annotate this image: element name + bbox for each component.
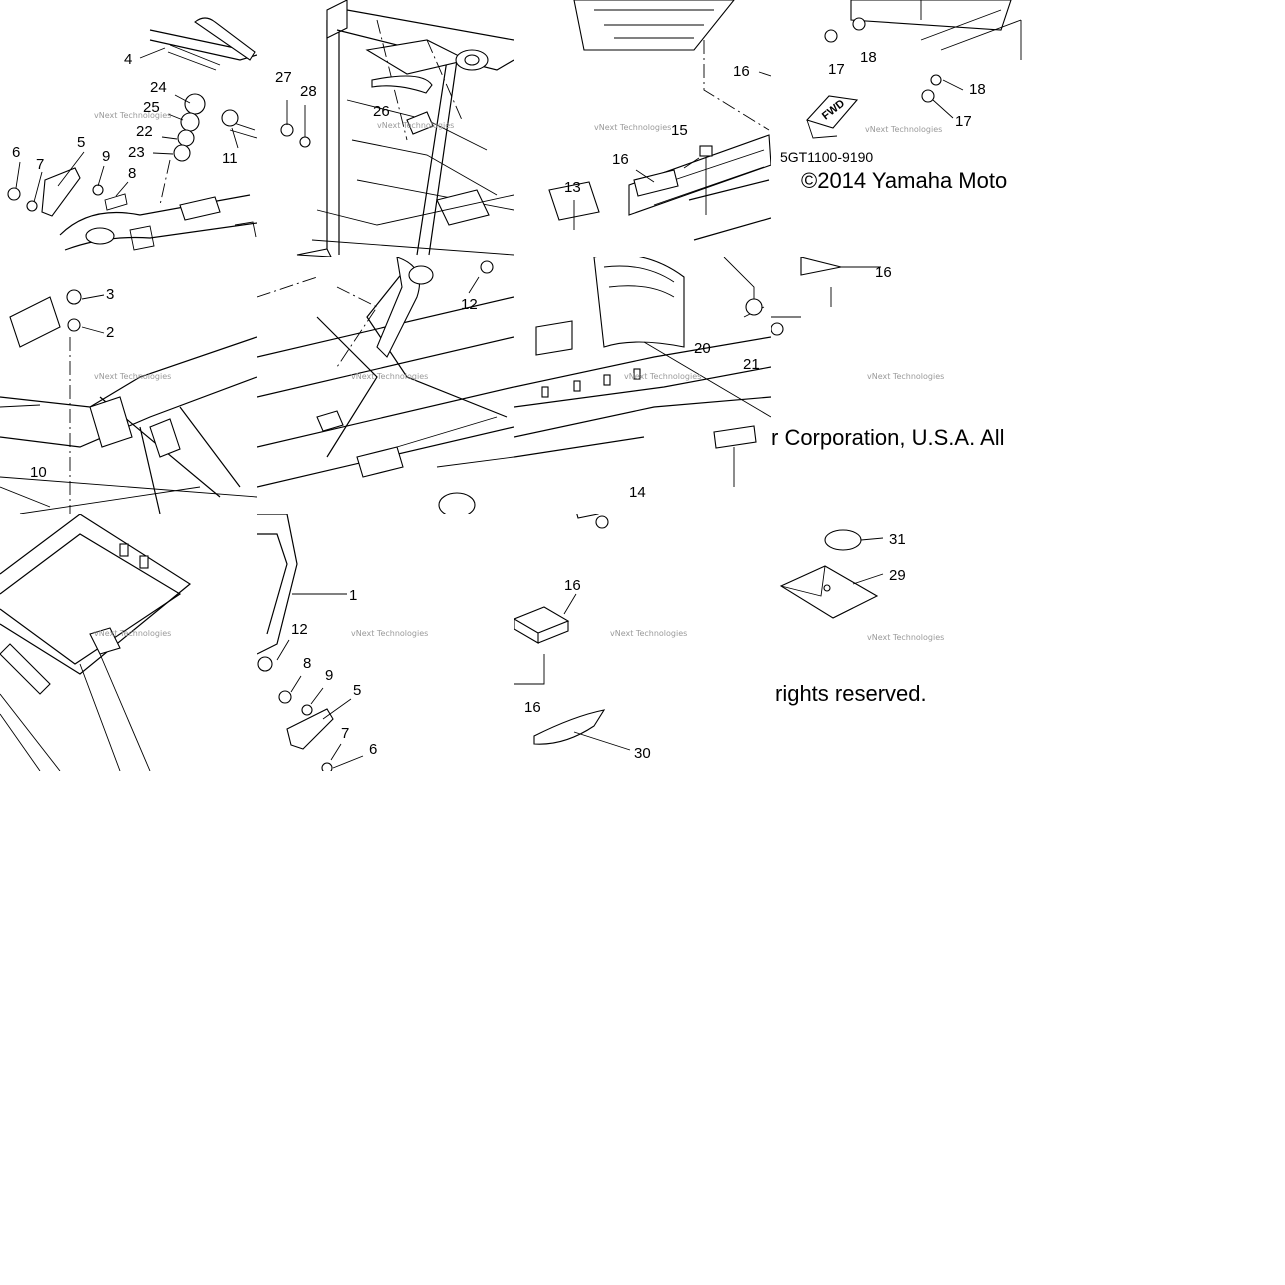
watermark: vNext Technologies: [865, 125, 942, 134]
callout: 24: [150, 79, 167, 96]
callout: 5: [353, 682, 361, 699]
callout: 12: [291, 621, 308, 638]
callout: 12: [461, 296, 478, 313]
callout: 16: [612, 151, 629, 168]
callout: 28: [300, 83, 317, 100]
callout: 8: [128, 165, 136, 182]
diagram-tile-copyright: 16 vNext Technologies r Corporation, U.S…: [771, 257, 1028, 514]
diagram-tile-labels: 16 16 30 vNext Technologies: [514, 514, 771, 771]
callout: 5: [77, 134, 85, 151]
callout: 6: [369, 741, 377, 758]
callout: 15: [671, 122, 688, 139]
callout: 7: [341, 725, 349, 742]
copyright-line1-b: r Corporation, U.S.A. All: [771, 425, 1005, 450]
watermark: vNext Technologies: [377, 121, 454, 130]
diagram-tile-fwd-legend: 17 18 18 17 vNext Technologies FWD 5GT11…: [771, 0, 1028, 257]
callout: 27: [275, 69, 292, 86]
diagram-tile-kit: 31 29 vNext Technologies rights reserved…: [771, 514, 1028, 771]
callout: 13: [564, 179, 581, 196]
callout: 25: [143, 99, 160, 116]
callout: 22: [136, 123, 153, 140]
diagram-tile-main-frame: 12 vNext Technologies: [257, 257, 514, 514]
part-code: 5GT1100-9190: [780, 149, 874, 165]
callout: 10: [30, 464, 47, 481]
callout: 1: [349, 587, 357, 604]
copyright-line1-a: ©2014 Yamaha Moto: [801, 168, 1008, 193]
watermark: vNext Technologies: [94, 629, 171, 638]
callout: 3: [106, 286, 114, 303]
callout: 8: [303, 655, 311, 672]
callout: 2: [106, 324, 114, 341]
watermark: vNext Technologies: [867, 633, 944, 642]
callout: 23: [128, 144, 145, 161]
callout: 31: [889, 531, 906, 548]
diagram-tile-rear-frame: 3 2 10 vNext Technologies: [0, 257, 257, 514]
diagram-tile-front-guard: 28 27 1 12 8 9 5 7 6 vNext Technologies: [257, 514, 514, 771]
watermark: vNext Technologies: [351, 372, 428, 381]
diagram-tile-steering-mount: 27 28 26 vNext Technologies: [257, 0, 514, 257]
callout: 4: [124, 51, 132, 68]
watermark: vNext Technologies: [610, 629, 687, 638]
diagram-tile-frame-guard: 16 15 16 13 vNext Technologies: [514, 0, 771, 257]
callout: 17: [955, 113, 972, 130]
diagram-tile-bolt-spacers: 4 24 25 22 23 6 7 5 9 8 11 vNext Technol…: [0, 0, 257, 257]
callout: 9: [325, 667, 333, 684]
watermark: vNext Technologies: [351, 629, 428, 638]
watermark: vNext Technologies: [624, 372, 701, 381]
callout: 17: [828, 61, 845, 78]
callout: 16: [564, 577, 581, 594]
watermark: vNext Technologies: [94, 372, 171, 381]
diagram-tile-skid-plate: 20 21 19 14 vNext Technologies: [514, 257, 771, 514]
callout: 16: [524, 699, 541, 716]
callout: 20: [694, 340, 711, 357]
watermark: vNext Technologies: [867, 372, 944, 381]
callout: 29: [889, 567, 906, 584]
diagram-tile-rear-subframe: vNext Technologies: [0, 514, 257, 771]
callout: 18: [969, 81, 986, 98]
fwd-arrow-icon: [806, 95, 859, 139]
callout: 21: [743, 356, 760, 373]
callout: 6: [12, 144, 20, 161]
watermark: vNext Technologies: [94, 111, 171, 120]
callout: 18: [860, 49, 877, 66]
watermark: vNext Technologies: [594, 123, 671, 132]
callout: 27: [337, 514, 354, 518]
callout: 26: [373, 103, 390, 120]
copyright-line2: rights reserved.: [775, 681, 927, 706]
callout: 9: [102, 148, 110, 165]
callout: 11: [222, 150, 238, 167]
callout: 30: [634, 745, 651, 762]
callout: 7: [36, 156, 44, 173]
callout: 16: [875, 264, 892, 281]
callout: 16: [733, 63, 750, 80]
callout: 14: [629, 484, 646, 501]
